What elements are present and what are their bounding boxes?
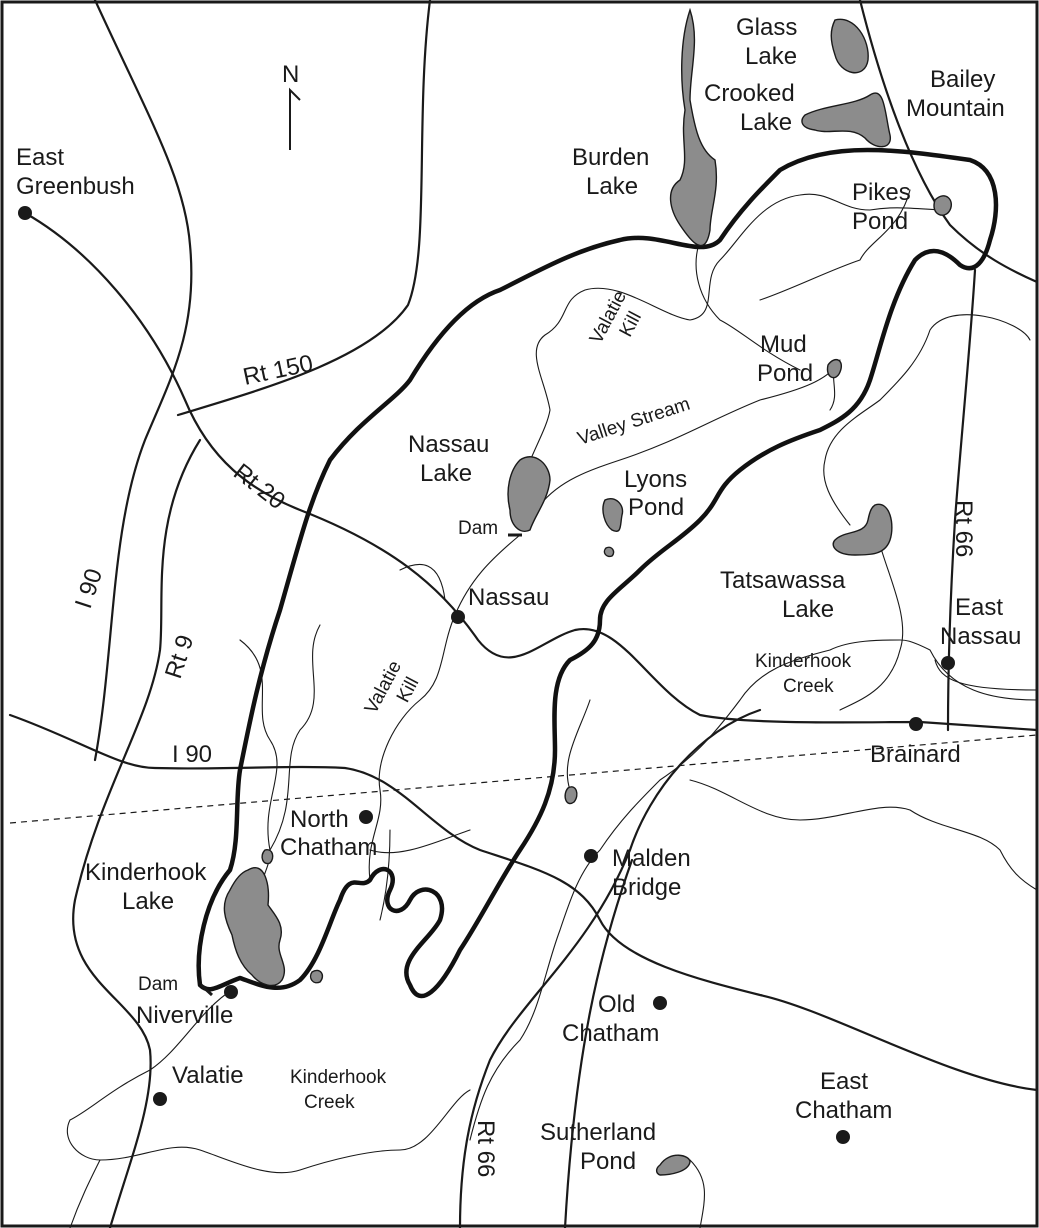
glass-lake-shape <box>830 18 869 74</box>
stream-trib-w1 <box>399 563 446 601</box>
sutherland-pond-shape <box>655 1154 691 1176</box>
kinderhook-dam-mark <box>199 983 214 997</box>
label-valatie: Valatie <box>172 1062 244 1089</box>
label-rt66-south: Rt 66 <box>472 1120 499 1177</box>
road-rt20 <box>23 211 1039 732</box>
stream-south-trib <box>69 1159 101 1228</box>
lyons-pond-small-shape <box>603 546 615 558</box>
watershed-boundary <box>196 147 999 999</box>
burden-lake-shape <box>669 7 718 247</box>
stream-trib-w5 <box>379 829 391 921</box>
crooked-lake-shape <box>801 92 891 148</box>
water-bodies <box>223 7 952 1176</box>
stream-malden-trib <box>566 699 591 791</box>
north-arrow: N <box>282 61 301 150</box>
tatsawassa-lake-shape <box>832 503 893 556</box>
east-nassau-dot <box>941 656 955 670</box>
label-rt20: Rt 20 <box>228 458 290 515</box>
town-markers <box>18 206 955 1144</box>
stream-sutherland-out <box>689 1159 706 1228</box>
label-valatie-kill-lower: ValatieKill <box>361 657 426 728</box>
east-chatham-dot <box>836 1130 850 1144</box>
niverville-dot <box>224 985 238 999</box>
kinderhook-lake-shape <box>223 867 286 987</box>
road-rt66-branch <box>563 858 634 1228</box>
stream-tatsawassa <box>823 314 1031 526</box>
label-i90-horizontal: I 90 <box>172 741 212 768</box>
north-arrow-icon <box>289 87 301 150</box>
east-greenbush-dot <box>18 206 32 220</box>
label-nassau: Nassau <box>468 584 549 611</box>
streams <box>66 189 1038 1228</box>
kinderhook-pond-east-shape <box>309 969 324 984</box>
label-niverville: Niverville <box>136 1002 233 1029</box>
stream-valatie-kill-upper <box>517 193 951 531</box>
north-label: N <box>282 61 299 88</box>
label-kinderhook-dam: Dam <box>138 974 178 995</box>
stream-trib-w2 <box>269 624 321 851</box>
roads <box>8 0 1039 1228</box>
malden-pond-shape <box>564 786 578 805</box>
road-rt150 <box>176 0 432 417</box>
mud-pond-shape <box>826 358 842 379</box>
road-labels: Rt 150 Rt 20 I 90 Rt 9 I 90 Rt 66 Rt 66 <box>70 350 977 1178</box>
stream-kinderhook-creek-east <box>469 639 1038 1141</box>
valatie-dot <box>153 1092 167 1106</box>
north-chatham-dot <box>359 810 373 824</box>
label-nassau-dam: Dam <box>458 518 498 539</box>
pikes-pond-shape <box>933 195 952 216</box>
lyons-pond-shape <box>602 498 624 532</box>
label-rt150: Rt 150 <box>241 350 316 391</box>
stream-trib-w4 <box>369 829 471 854</box>
label-rt9: Rt 9 <box>160 632 199 682</box>
road-i90-north-west <box>93 0 193 762</box>
label-rt66-north: Rt 66 <box>950 500 977 557</box>
nassau-lake-shape <box>507 456 551 532</box>
county-line <box>9 734 1038 824</box>
label-brainard: Brainard <box>870 741 961 768</box>
malden-bridge-dot <box>584 849 598 863</box>
stream-nassau-lower <box>368 534 521 881</box>
road-i90-west-east <box>8 713 1039 1092</box>
label-valley-stream: Valley Stream <box>575 394 693 450</box>
brainard-dot <box>909 717 923 731</box>
stream-kinderhook-creek-south <box>66 989 471 1174</box>
label-valatie-kill-upper: ValatieKill <box>586 287 651 358</box>
stream-trib-1 <box>695 239 801 371</box>
stream-valley-stream <box>539 359 841 506</box>
stream-trib-2 <box>759 189 911 301</box>
stream-kinderhook-creek-se <box>689 779 1038 891</box>
kinderhook-small-pond-shape <box>261 849 274 865</box>
nassau-dot <box>451 610 465 624</box>
old-chatham-dot <box>653 996 667 1010</box>
label-i90-vertical: I 90 <box>70 565 108 611</box>
road-rt9 <box>72 438 202 1228</box>
stream-east-nassau <box>934 659 1038 691</box>
stream-tatsawassa-out <box>839 544 904 711</box>
